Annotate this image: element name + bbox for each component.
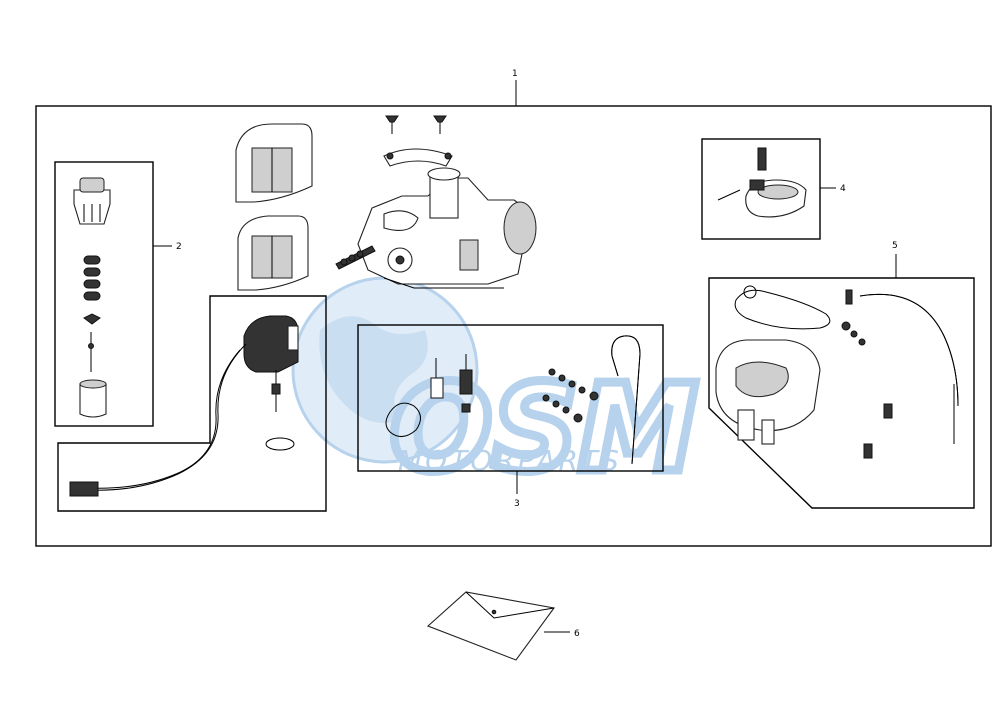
main-jet <box>430 358 444 399</box>
watermark-subtitle: MOTORPARTS <box>398 444 622 477</box>
fuel-hose-short <box>611 335 641 465</box>
callout-1: 1 <box>512 69 518 79</box>
float-needle <box>757 147 767 171</box>
callout-4: 4 <box>840 184 846 194</box>
callout-2: 2 <box>176 242 182 252</box>
screw-right <box>433 115 447 134</box>
choke-wire <box>69 343 247 497</box>
cover-upper <box>235 123 313 203</box>
jet-needle <box>88 332 94 372</box>
kit-2-frame <box>54 161 154 427</box>
carburetor-top-bracket <box>383 148 453 167</box>
callout-6: 6 <box>574 629 580 639</box>
auto-choke <box>243 315 299 412</box>
slide-piston <box>79 379 107 418</box>
instruction-envelope <box>426 591 555 661</box>
cover-lower <box>237 215 309 291</box>
needle-jet <box>459 354 473 413</box>
o-ring <box>265 437 295 451</box>
choke-kit-frame <box>57 295 327 512</box>
callout-5: 5 <box>892 241 898 251</box>
float-chamber <box>715 339 821 445</box>
callout-3: 3 <box>514 499 520 509</box>
needle-clip <box>83 313 101 325</box>
drain-screw <box>841 321 866 346</box>
screw-left <box>385 115 399 134</box>
clip <box>845 289 853 305</box>
gasket <box>385 402 421 437</box>
kit-3-frame <box>357 324 664 472</box>
assembly-frame <box>35 105 992 547</box>
fuel-hose-long <box>859 293 959 444</box>
float <box>745 179 807 218</box>
plug-small-2 <box>863 443 873 459</box>
vacuum-piston-cap <box>73 177 111 225</box>
float-pin <box>717 189 741 201</box>
chamber-gasket <box>734 285 831 330</box>
plug-small-1 <box>883 403 893 419</box>
kit-5-frame <box>708 277 975 509</box>
pilot-screw-set-1 <box>548 368 599 401</box>
carburetor-body <box>357 167 537 289</box>
idle-screw <box>335 245 376 270</box>
spring <box>83 255 101 301</box>
pilot-screw-set-2 <box>542 394 583 423</box>
kit-4-frame <box>701 138 821 240</box>
